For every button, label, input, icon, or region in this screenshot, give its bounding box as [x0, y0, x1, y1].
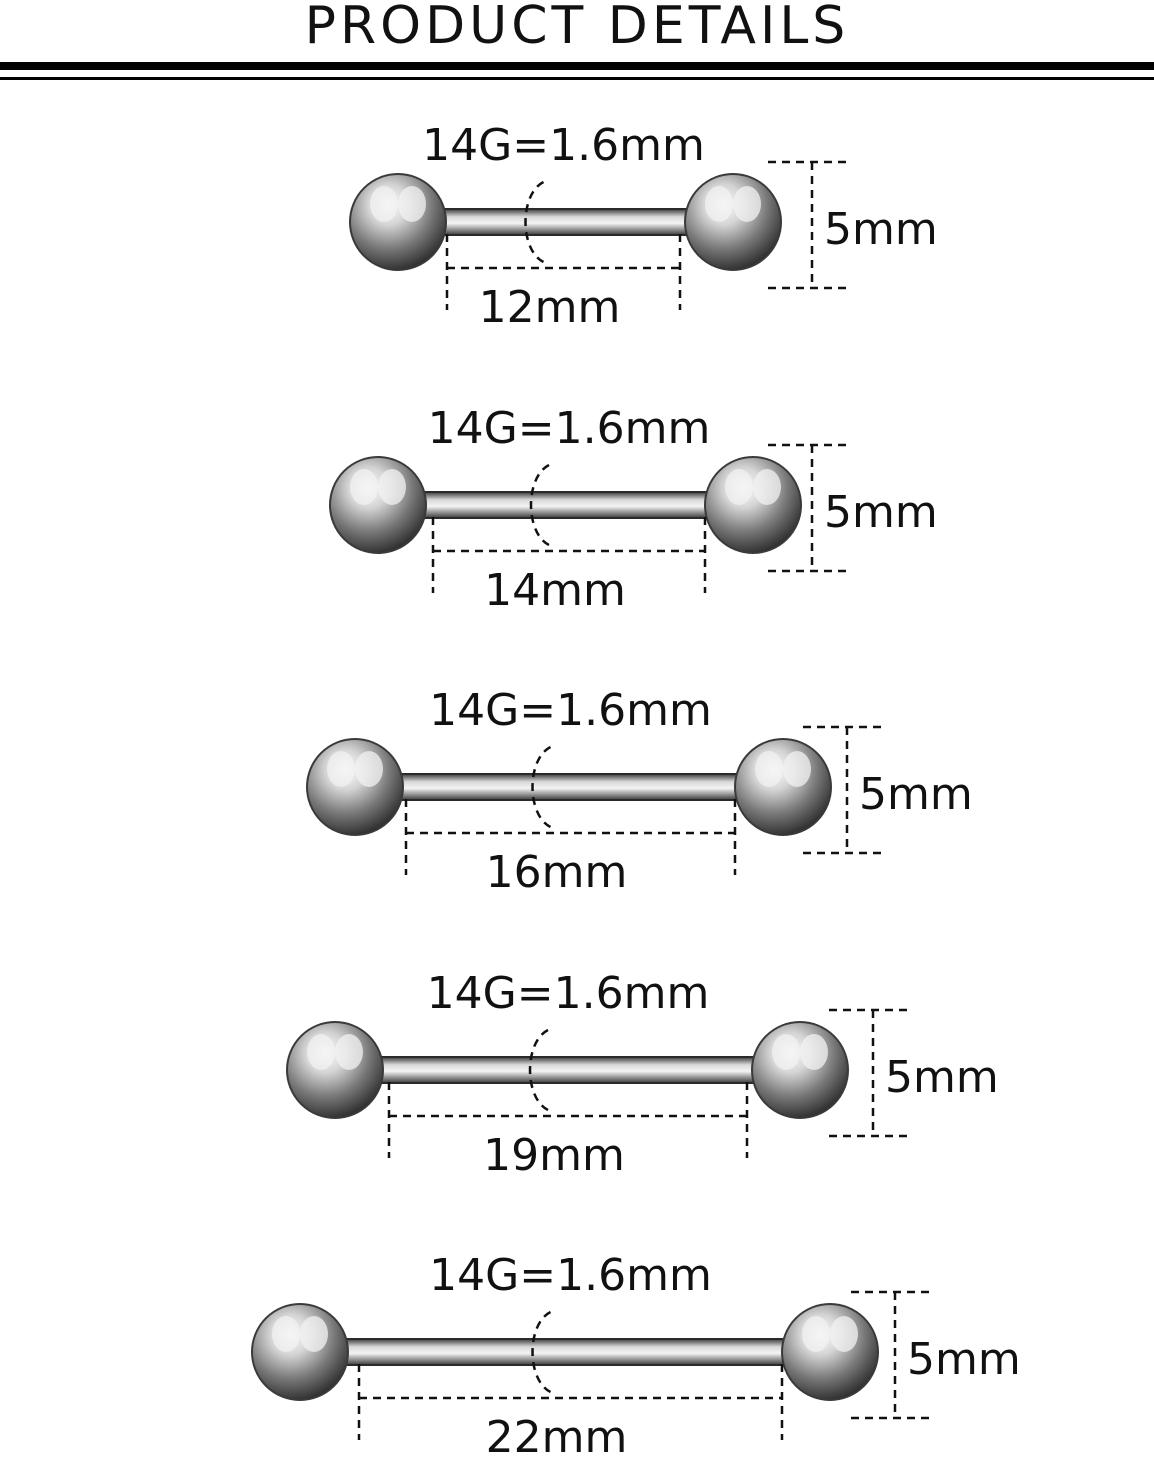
- ball-highlight: [755, 751, 783, 787]
- length-label: 19mm: [483, 1130, 625, 1181]
- barbell-row: 14G=1.6mm 19mm 5mm: [286, 968, 999, 1181]
- barbell-row: 14G=1.6mm 14mm 5mm: [329, 403, 938, 616]
- barbell-bar: [376, 1056, 759, 1084]
- ball-highlight: [300, 1316, 328, 1352]
- ball-highlight: [772, 1034, 800, 1070]
- left-ball: [251, 1303, 349, 1401]
- header-divider-thin: [0, 77, 1154, 80]
- gauge-marker: [524, 180, 545, 264]
- ball-highlight: [327, 751, 355, 787]
- barbell-bar: [341, 1338, 789, 1366]
- ball-highlight: [802, 1316, 830, 1352]
- ball-highlight: [800, 1034, 828, 1070]
- page-title: PRODUCT DETAILS: [304, 0, 850, 56]
- ball-highlight: [725, 469, 753, 505]
- ball-highlight: [753, 469, 781, 505]
- left-ball: [329, 456, 427, 554]
- header-divider-thick: [0, 62, 1154, 70]
- ball-highlight: [350, 469, 378, 505]
- length-label: 22mm: [486, 1412, 628, 1458]
- right-ball: [684, 173, 782, 271]
- barbell-row: 14G=1.6mm 12mm 5mm: [349, 120, 938, 333]
- barbell-bar: [419, 491, 712, 519]
- ball-highlight: [378, 469, 406, 505]
- right-ball: [734, 738, 832, 836]
- gauge-label: 14G=1.6mm: [429, 1250, 712, 1301]
- ball-size-label: 5mm: [885, 1052, 999, 1103]
- ball-size-label: 5mm: [824, 487, 938, 538]
- length-label: 14mm: [484, 565, 626, 616]
- gauge-marker: [528, 1028, 549, 1112]
- ball-size-label: 5mm: [859, 769, 973, 820]
- ball-highlight: [398, 186, 426, 222]
- left-ball: [349, 173, 447, 271]
- ball-highlight: [355, 751, 383, 787]
- barbell-bar: [439, 208, 692, 236]
- left-ball: [306, 738, 404, 836]
- barbell-row: 14G=1.6mm 16mm 5mm: [306, 685, 973, 898]
- length-label: 12mm: [479, 282, 621, 333]
- ball-highlight: [830, 1316, 858, 1352]
- gauge-marker: [529, 463, 550, 547]
- ball-size-label: 5mm: [907, 1334, 1021, 1385]
- ball-highlight: [370, 186, 398, 222]
- length-label: 16mm: [486, 847, 628, 898]
- ball-highlight: [733, 186, 761, 222]
- ball-highlight: [335, 1034, 363, 1070]
- gauge-label: 14G=1.6mm: [422, 120, 705, 171]
- ball-size-label: 5mm: [824, 204, 938, 255]
- ball-highlight: [783, 751, 811, 787]
- ball-highlight: [705, 186, 733, 222]
- barbell-row: 14G=1.6mm 22mm 5mm: [251, 1250, 1021, 1458]
- gauge-label: 14G=1.6mm: [429, 685, 712, 736]
- ball-highlight: [307, 1034, 335, 1070]
- gauge-label: 14G=1.6mm: [427, 968, 710, 1019]
- right-ball: [704, 456, 802, 554]
- gauge-marker: [531, 745, 552, 829]
- gauge-label: 14G=1.6mm: [428, 403, 711, 454]
- barbell-bar: [396, 773, 742, 801]
- ball-highlight: [272, 1316, 300, 1352]
- gauge-marker: [531, 1310, 552, 1394]
- left-ball: [286, 1021, 384, 1119]
- right-ball: [751, 1021, 849, 1119]
- right-ball: [781, 1303, 879, 1401]
